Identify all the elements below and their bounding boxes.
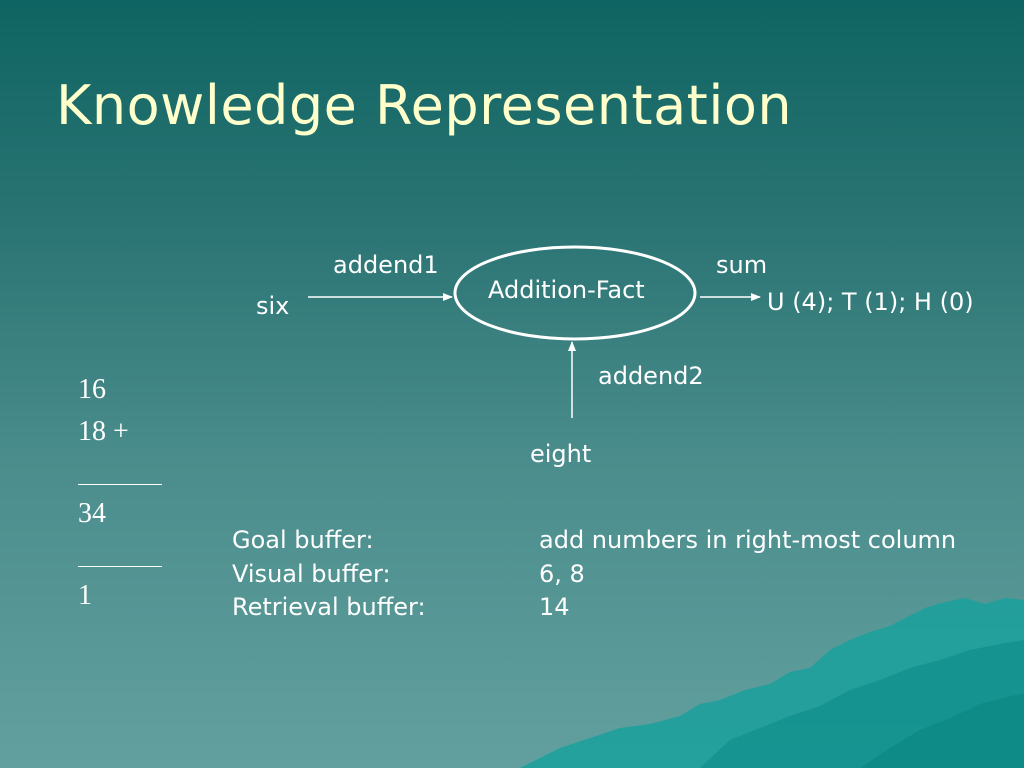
- calc-rule-2: [78, 566, 162, 567]
- calc-line-carry: 1: [78, 580, 92, 611]
- calc-line-addend-2: 18 +: [78, 416, 129, 447]
- eight-node-label: eight: [530, 440, 592, 468]
- retrieval-buffer-label: Retrieval buffer:: [232, 593, 426, 621]
- addition-fact-node-label: Addition-Fact: [488, 276, 645, 304]
- calc-rule-1: [78, 484, 162, 485]
- addend1-edge-label: addend1: [333, 251, 439, 279]
- sum-edge-label: sum: [716, 251, 768, 279]
- calc-line-addend-1: 16: [78, 374, 106, 405]
- sum-result-node-label: U (4); T (1); H (0): [767, 288, 974, 316]
- calc-line-result: 34: [78, 498, 106, 529]
- retrieval-buffer-value: 14: [539, 593, 570, 621]
- visual-buffer-label: Visual buffer:: [232, 560, 391, 588]
- addition-fact-node-ellipse: [453, 245, 697, 341]
- slide-title: Knowledge Representation: [56, 74, 793, 137]
- visual-buffer-value: 6, 8: [539, 560, 585, 588]
- goal-buffer-label: Goal buffer:: [232, 526, 374, 554]
- goal-buffer-value: add numbers in right-most column: [539, 526, 957, 554]
- addend2-edge-label: addend2: [598, 362, 704, 390]
- six-node-label: six: [256, 292, 290, 320]
